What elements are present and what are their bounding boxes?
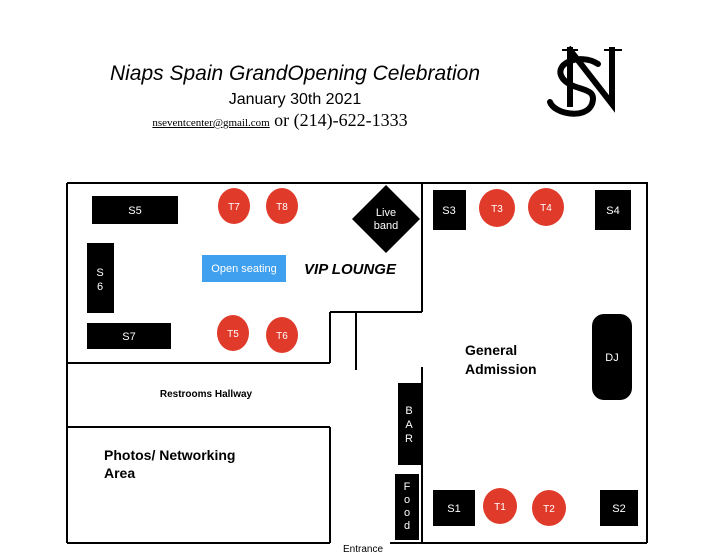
table-label: T5 <box>227 329 239 340</box>
table-label: T4 <box>540 203 552 214</box>
sofa-label: S2 <box>612 503 625 515</box>
general-admission-label: Admission <box>465 361 537 377</box>
sofa-label: S5 <box>128 205 141 217</box>
bar-letter: A <box>405 419 413 431</box>
open-seating-area <box>202 255 286 282</box>
event-date: January 30th 2021 <box>228 91 362 108</box>
dj-label: DJ <box>605 352 618 364</box>
tables: T7 T8 T5 T6 T3 T4 T1 T2 <box>217 188 566 526</box>
table-label: T6 <box>276 331 288 342</box>
ns-monogram-logo <box>547 45 622 117</box>
sofa-s3 <box>433 190 466 230</box>
dj-booth <box>592 314 632 400</box>
sofa-s6 <box>87 243 114 313</box>
entrance-label: Entrance <box>343 544 383 555</box>
table-label: T2 <box>543 504 555 515</box>
bar-letter: R <box>405 433 413 445</box>
sofa-s5 <box>92 196 178 224</box>
sofa-label: S4 <box>606 205 619 217</box>
contact-phone: (214)-622-1333 <box>293 110 408 130</box>
bar-counter <box>398 383 421 465</box>
table-label: T7 <box>228 202 240 213</box>
food-letter: o <box>404 494 410 506</box>
sofa-label: S7 <box>122 331 135 343</box>
contact-line: nseventcenter@gmail.com or (214)-622-133… <box>60 110 500 131</box>
food-station <box>395 474 419 540</box>
food-letter: o <box>404 507 410 519</box>
table-t8 <box>266 188 298 224</box>
table-t2 <box>532 490 566 526</box>
event-title: Niaps Spain GrandOpening Celebration <box>109 62 481 85</box>
contact-email[interactable]: nseventcenter@gmail.com <box>152 117 270 129</box>
live-band-label: Live <box>376 207 396 219</box>
live-band-label: band <box>374 220 398 232</box>
sofa-s1 <box>433 490 475 526</box>
table-label: T8 <box>276 202 288 213</box>
sofa-s2 <box>600 490 638 526</box>
sofa-label: S <box>96 267 103 279</box>
table-t3 <box>479 189 515 227</box>
table-t1 <box>483 488 517 524</box>
food-letter: F <box>404 481 411 493</box>
table-t6 <box>266 317 298 353</box>
table-t4 <box>528 188 564 226</box>
photos-networking-label: Area <box>104 465 135 481</box>
table-label: T1 <box>494 502 506 513</box>
restrooms-hallway-label: Restrooms Hallway <box>160 389 253 400</box>
sofa-s4 <box>595 190 631 230</box>
general-admission-label: General <box>465 342 517 358</box>
sofa-label: 6 <box>97 281 103 293</box>
vip-lounge-label: VIP LOUNGE <box>304 261 397 278</box>
food-letter: d <box>404 520 410 532</box>
live-band-stage <box>352 185 420 253</box>
contact-or: or <box>274 110 290 130</box>
sofa-label: S1 <box>447 503 460 515</box>
open-seating-label: Open seating <box>211 263 276 275</box>
table-t7 <box>218 188 250 224</box>
sofa-s7 <box>87 323 171 349</box>
bar-letter: B <box>405 405 412 417</box>
walls <box>66 182 648 544</box>
table-t5 <box>217 315 249 351</box>
photos-networking-label: Photos/ Networking <box>104 447 235 463</box>
sofa-label: S3 <box>442 205 455 217</box>
table-label: T3 <box>491 204 503 215</box>
